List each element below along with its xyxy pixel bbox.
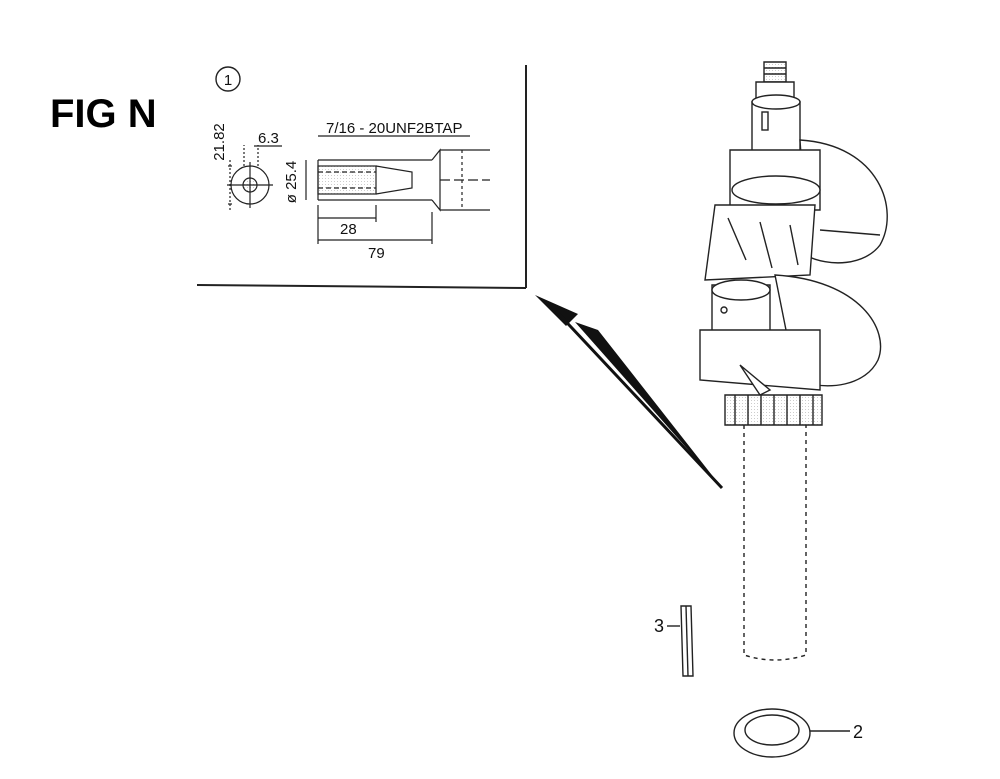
dim-key-width: 6.3: [258, 130, 279, 147]
dim-thread-spec: 7/16 - 20UNF2BTAP: [326, 120, 462, 137]
callout-seal: 2: [853, 722, 863, 742]
key: [667, 605, 694, 677]
crankshaft: [699, 61, 888, 661]
detail-box: [196, 65, 527, 289]
dim-length: 79: [368, 245, 385, 262]
seal: [733, 708, 850, 758]
dim-depth: 28: [340, 221, 357, 238]
detail-ref-marker: 1: [215, 66, 241, 92]
detail-ref-number: 1: [224, 72, 232, 89]
shaft-end-view: [227, 145, 282, 210]
detail-pointer-arrow: [535, 295, 724, 490]
figure-title: FIG N: [50, 92, 157, 136]
shaft-section-view: [305, 135, 490, 244]
dim-diameter: ø 25.4: [283, 161, 300, 204]
callout-key: 3: [654, 616, 664, 636]
dim-height: 21.82: [211, 123, 228, 161]
